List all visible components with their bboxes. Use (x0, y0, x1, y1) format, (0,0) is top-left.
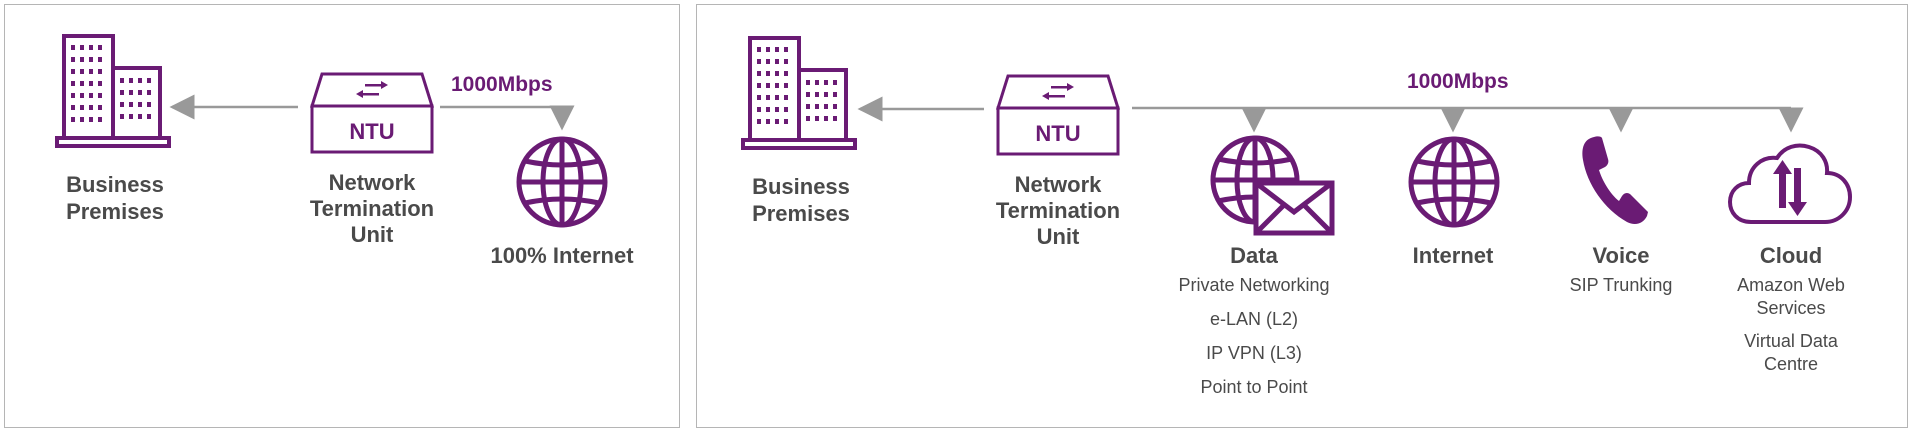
building-icon (741, 36, 857, 150)
data-item: Private Networking (1178, 275, 1330, 295)
left-ntu-label-line1: Network (328, 170, 416, 195)
cloud-title: Cloud (1759, 243, 1823, 268)
data-item: IP VPN (L3) (1206, 343, 1302, 363)
voice-title: Voice (1592, 243, 1650, 268)
right-ntu-label-line2: Termination (995, 198, 1121, 223)
left-ntu-label-line2: Termination (309, 196, 435, 221)
left-ntu-box-text: NTU (349, 119, 394, 144)
right-speed-label: 1000Mbps (1407, 70, 1509, 93)
left-ntu-label-line3: Unit (350, 222, 394, 247)
cloud-item: Amazon Web (1737, 275, 1845, 295)
data-item: Point to Point (1200, 377, 1308, 397)
cloud-icon (1727, 143, 1853, 224)
right-ntu-label-line3: Unit (1036, 224, 1080, 249)
right-ntu-box-text: NTU (1035, 121, 1080, 146)
left-premises-label-line1: Business (66, 172, 164, 197)
data-item: e-LAN (L2) (1209, 309, 1299, 329)
envelope-icon (1253, 180, 1335, 236)
right-premises-label-line2: Premises (752, 201, 850, 226)
globe-icon (1408, 136, 1500, 228)
cloud-item: Services (1756, 298, 1826, 318)
left-premises-label-line2: Premises (66, 199, 164, 224)
voice-item: SIP Trunking (1569, 275, 1673, 295)
cloud-item: Virtual Data (1744, 331, 1838, 351)
internet-title: Internet (1412, 243, 1494, 268)
right-ntu-label-line1: Network (1014, 172, 1102, 197)
ntu-box-icon: NTU (995, 74, 1121, 156)
left-arrow-to-internet (440, 105, 575, 131)
building-icon (55, 34, 171, 148)
phone-icon (1582, 136, 1648, 224)
globe-icon (516, 136, 608, 228)
data-title: Data (1230, 243, 1278, 268)
left-speed-label: 1000Mbps (451, 73, 553, 96)
right-premises-label-line1: Business (752, 174, 850, 199)
ntu-box-icon: NTU (309, 72, 435, 154)
left-internet-label: 100% Internet (490, 243, 634, 268)
cloud-item: Centre (1763, 354, 1819, 374)
